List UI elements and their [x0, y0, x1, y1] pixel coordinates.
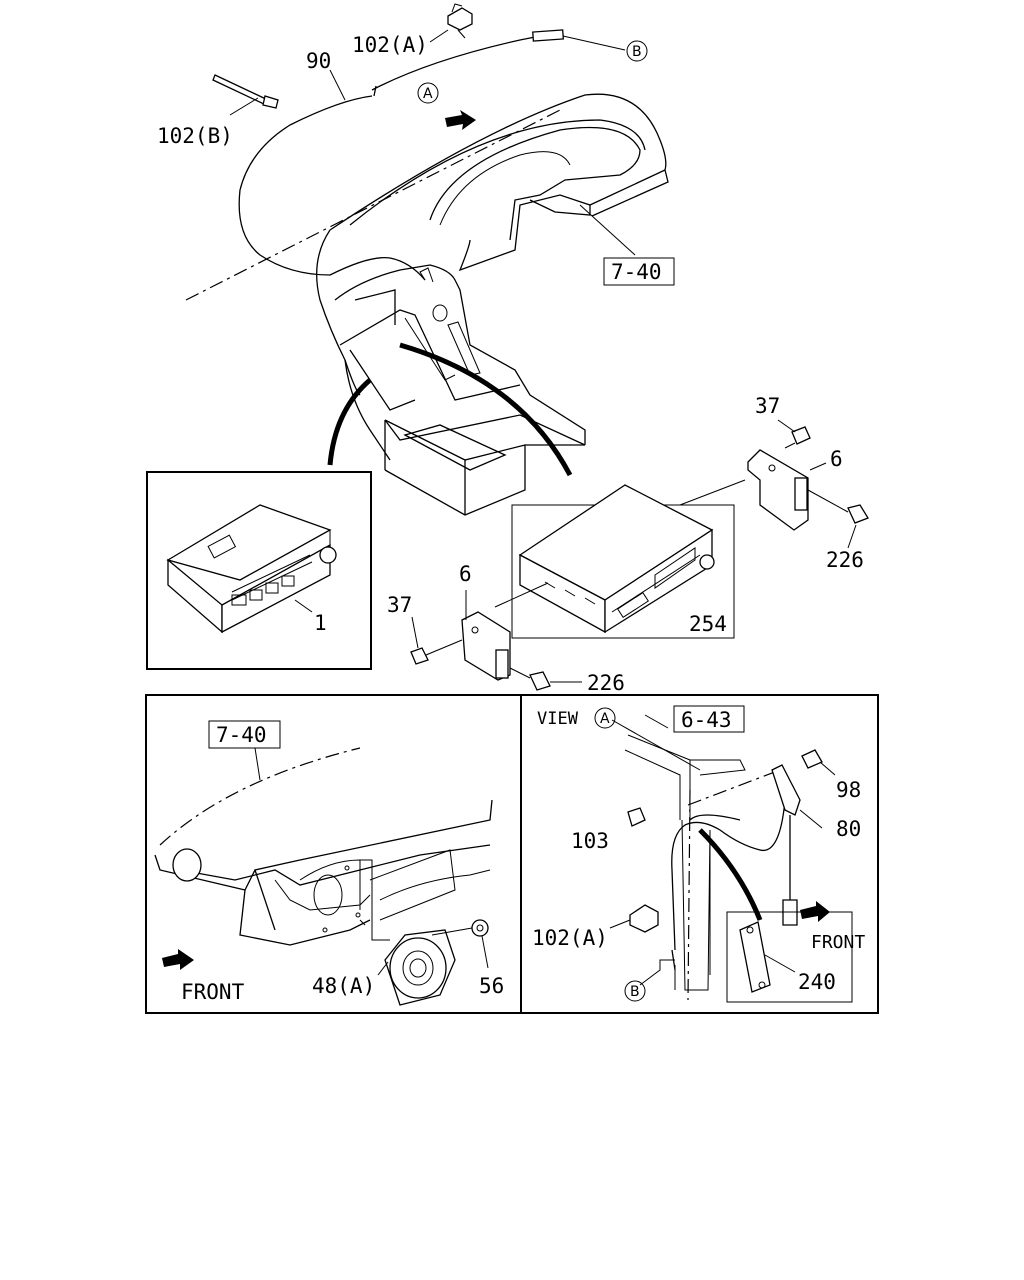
label-226-right: 226 — [826, 548, 864, 572]
audio-unit-1-icon — [166, 504, 337, 634]
label-90: 90 — [306, 49, 331, 73]
label-6-right: 6 — [830, 447, 843, 471]
bolt-226-right-icon — [807, 489, 869, 524]
detail-box-audio-1 — [146, 471, 372, 670]
label-226-left: 226 — [587, 671, 625, 695]
clip-102a-bottom-icon — [609, 904, 659, 933]
label-ref-740-top: 7-40 — [611, 260, 662, 284]
screw-37-right-icon — [784, 426, 811, 449]
bracket-6-right-icon — [747, 449, 809, 531]
label-ref-740-bottom: 7-40 — [216, 723, 267, 747]
ref-a-arrow-icon — [417, 82, 439, 104]
label-ref-643: 6-43 — [681, 708, 732, 732]
clip-102a-top-icon — [447, 3, 473, 39]
speaker-48a-icon — [384, 927, 473, 1006]
label-front-left: FRONT — [181, 980, 245, 1004]
ref-b-bottom-icon — [624, 980, 646, 1002]
label-56: 56 — [479, 974, 504, 998]
label-254: 254 — [689, 612, 727, 636]
screw-37-left-icon — [410, 639, 463, 665]
bracket-80-icon — [771, 764, 823, 829]
detail-box-240 — [726, 911, 853, 1003]
nut-56-icon — [471, 919, 489, 969]
label-102b: 102(B) — [157, 124, 233, 148]
ref-box-740-bottom — [208, 720, 281, 749]
bracket-6-left-icon — [461, 611, 511, 681]
label-80: 80 — [836, 817, 861, 841]
dash-speaker-area — [154, 747, 493, 946]
detail-panel-speaker — [145, 694, 522, 1014]
view-a-structure — [611, 714, 798, 1001]
ref-box-643 — [673, 705, 745, 733]
label-view: VIEW — [537, 709, 579, 729]
screw-98-icon — [801, 749, 836, 776]
bolt-226-left-icon — [509, 667, 551, 691]
ref-a-view-icon — [594, 707, 616, 729]
label-48a: 48(A) — [312, 974, 375, 998]
label-ref-b-bottom: B — [630, 984, 640, 1000]
label-37-left: 37 — [387, 593, 412, 617]
ref-b-top-icon — [626, 40, 648, 62]
label-ref-a-arrow: A — [423, 86, 433, 102]
label-102a-top: 102(A) — [352, 33, 428, 57]
label-98: 98 — [836, 778, 861, 802]
label-view-a: A — [600, 711, 610, 727]
label-102a-bottom: 102(A) — [532, 926, 608, 950]
label-front-right: FRONT — [811, 932, 865, 953]
label-6-left: 6 — [459, 562, 472, 586]
part-240-icon — [739, 921, 796, 993]
label-37-right: 37 — [755, 394, 780, 418]
detail-panel-view-a — [520, 694, 879, 1014]
label-103: 103 — [571, 829, 609, 853]
ref-box-740-top — [603, 257, 675, 286]
label-240: 240 — [798, 970, 836, 994]
instrument-panel-assembly — [185, 3, 669, 516]
strap-102b-icon — [212, 74, 279, 109]
grommet-103-icon — [627, 807, 646, 827]
radio-unit-254-icon — [518, 484, 715, 634]
label-1: 1 — [314, 611, 327, 635]
label-ref-b-top: B — [632, 44, 642, 60]
